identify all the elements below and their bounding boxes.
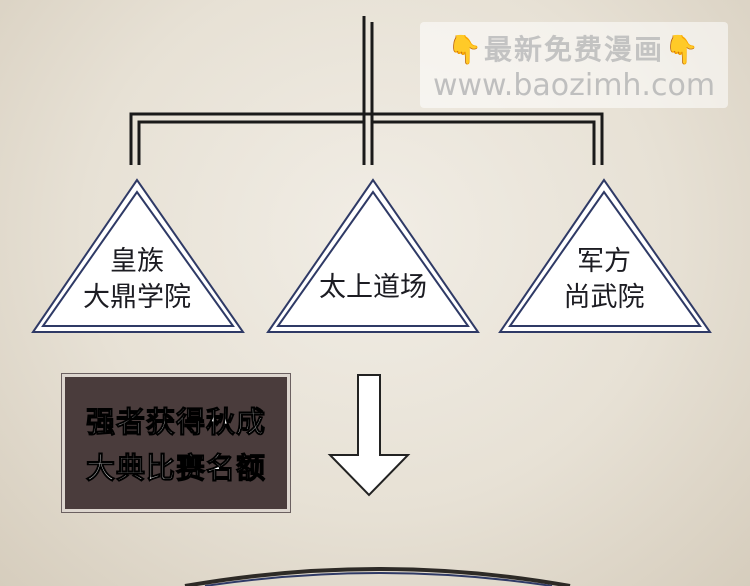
node-3-line1: 军方 [577,246,631,277]
watermark-title-text: 最新免费漫画 [483,33,664,66]
node-2-line1: 太上道场 [319,272,427,303]
node-1-label: 皇族 大鼎学院 [62,244,212,316]
result-box: 强者获得秋成 大典比赛名额 [61,373,291,513]
watermark: 👇最新免费漫画👇 www.baozimh.com [420,22,728,108]
node-1-line1: 皇族 [110,246,164,277]
result-text: 强者获得秋成 大典比赛名额 [65,399,287,491]
node-1-line2: 大鼎学院 [83,282,191,313]
pointing-down-hand-icon: 👇 [664,33,701,66]
result-line2: 大典比赛名额 [85,451,266,486]
triangle-node-2 [266,178,480,333]
watermark-url: www.baozimh.com [432,68,716,103]
result-line1: 强者获得秋成 [85,405,266,440]
node-3-label: 军方 尚武院 [529,244,679,316]
pointing-down-hand-icon: 👇 [447,33,484,66]
bottom-arc [184,567,571,586]
node-2-label: 太上道场 [298,270,448,306]
branch-bar [129,112,604,165]
triangle-node-1 [31,178,245,333]
stem-line [362,16,374,165]
down-arrow-icon [327,374,411,497]
node-3-line2: 尚武院 [563,282,645,313]
watermark-title: 👇最新免费漫画👇 [420,28,728,68]
triangle-node-3 [498,178,712,333]
